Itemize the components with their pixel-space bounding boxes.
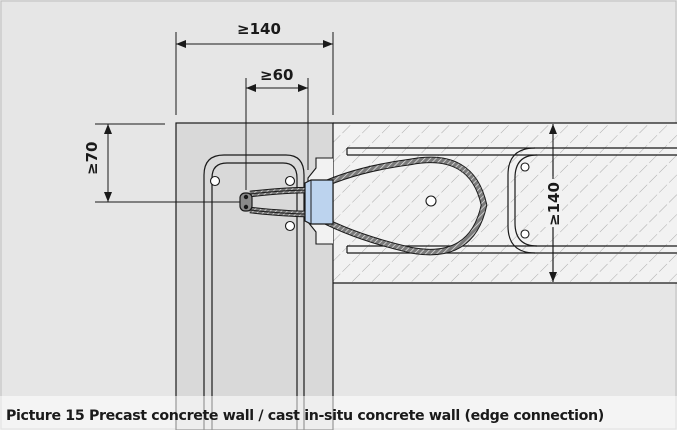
insitu-longitudinal-bars [425,162,530,239]
dimension-label-top-outer: ≥140 [237,20,281,38]
precast-stirrup [203,154,305,430]
insitu-concrete-wall [333,122,677,284]
dimension-label-left-vertical: ≥70 [83,142,101,175]
caption-band [0,396,677,430]
precast-longitudinal-bars [209,175,296,232]
precast-concrete-wall [175,122,334,430]
dimension-top-inner [245,78,309,190]
rope-ferrule [239,192,253,212]
figure-caption: Picture 15 Precast concrete wall / cast … [6,408,604,424]
insitu-stirrup [346,147,677,254]
dimension-top-outer [175,32,334,115]
dimension-label-right-vertical: ≥140 [545,182,563,226]
dimension-left-vertical [95,123,240,203]
right-label-bg [544,179,562,227]
dimension-label-top-inner: ≥60 [260,66,293,84]
loop-box [304,179,334,225]
